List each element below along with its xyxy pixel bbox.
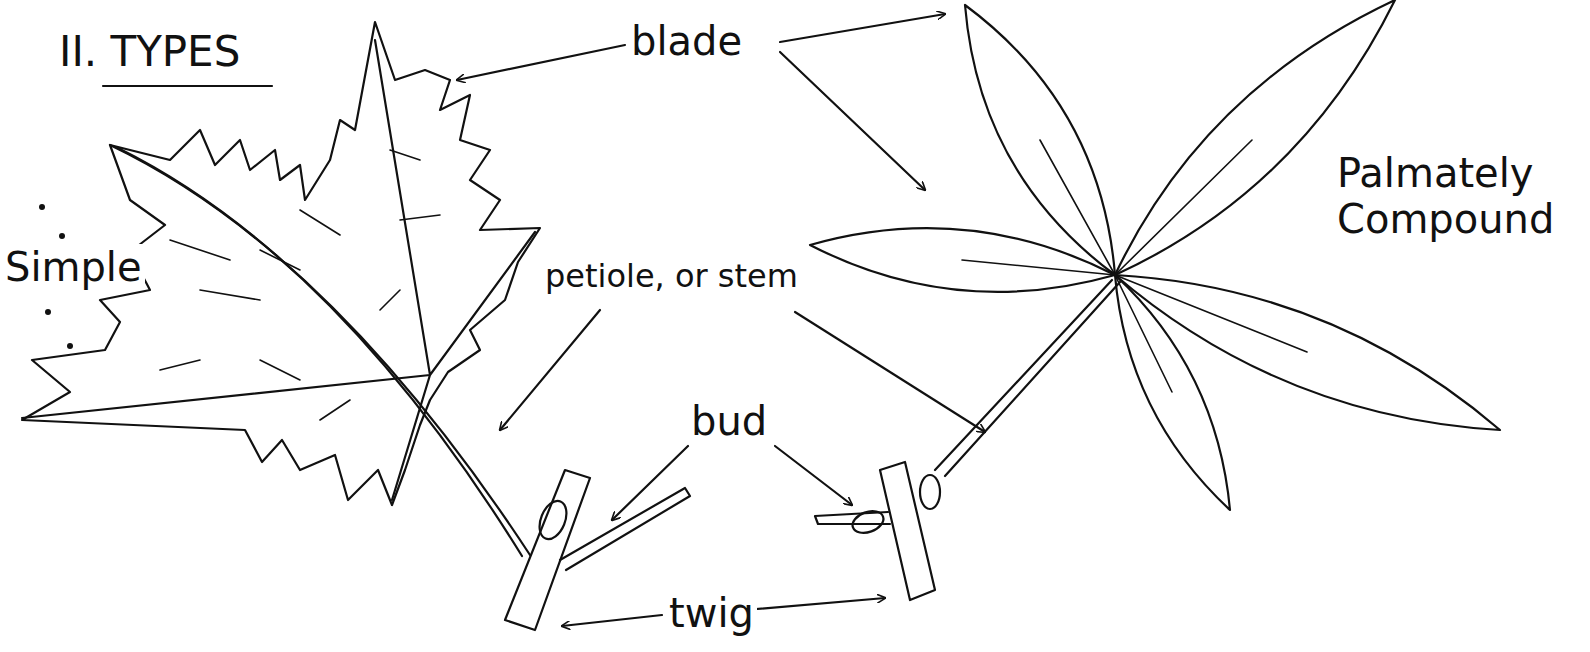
title-underline [103,85,272,87]
petiole-line [118,148,522,556]
petiole-line [935,280,1120,476]
type-label: Simple [2,244,145,290]
twig-branch [815,512,890,524]
twig-branch [560,488,690,570]
leader-arrows [457,14,985,626]
part-label: bud [688,398,770,444]
type-label: Palmately Compound [1334,150,1586,242]
leaflet-midribs [962,140,1307,392]
bud [920,475,940,509]
part-label: blade [628,18,745,64]
leaf-small-veins [160,150,440,420]
part-label: petiole, or stem [542,258,801,295]
diagram-title: II. TYPES [56,28,243,76]
leaf-midrib [110,145,530,555]
bud [534,497,571,543]
twig [880,462,935,600]
part-label: twig [666,590,757,636]
